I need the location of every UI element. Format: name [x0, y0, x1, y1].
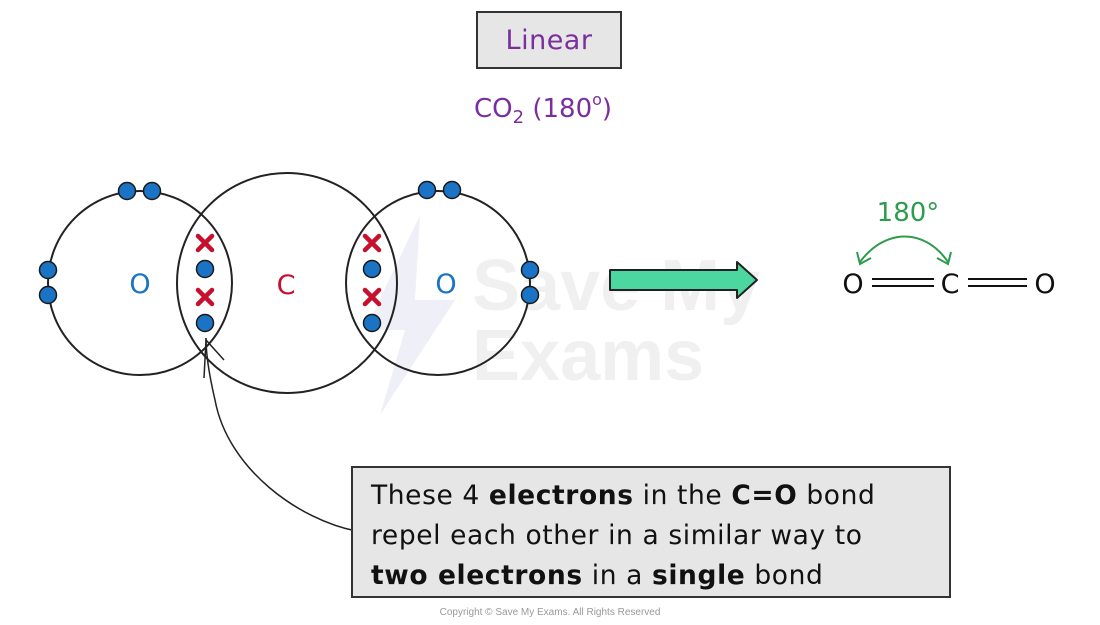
callout-line-1: These 4 electrons in the C=O bond — [371, 476, 949, 516]
electron-cross-icon — [362, 287, 382, 307]
formula-angle-close: ) — [601, 94, 613, 124]
callout-line-2: repel each other in a similar way to — [371, 520, 863, 551]
callout-bold-text: electrons — [488, 480, 634, 511]
electron-dot — [362, 259, 382, 279]
formula-degree: o — [592, 90, 602, 109]
formula-main: CO — [474, 94, 513, 124]
right-oxygen-label: O — [435, 269, 456, 300]
callout-line-3: two electrons in a single bond — [371, 556, 949, 596]
bond-angle-arrowhead-right — [936, 251, 952, 266]
shape-title-box: Linear — [476, 11, 622, 69]
left-oxygen-label: O — [129, 269, 150, 300]
electron-dot — [38, 285, 58, 305]
structure-right-oxygen: O — [1034, 269, 1055, 300]
bond-angle-arrowhead-left — [856, 251, 872, 266]
structure-left-oxygen: O — [842, 269, 863, 300]
callout-pointer-line — [205, 337, 357, 532]
bonding-oxygen-electrons — [195, 259, 382, 333]
electron-dot — [195, 259, 215, 279]
callout-text: These 4 — [371, 480, 489, 511]
electron-dot — [417, 180, 437, 200]
callout-bold-text: two electrons — [371, 560, 583, 591]
electron-dot — [442, 180, 462, 200]
double-bond-lines — [872, 278, 1027, 287]
callout-text: bond — [797, 480, 876, 511]
electron-cross-icon — [195, 287, 215, 307]
electron-dot — [195, 313, 215, 333]
left-oxygen-shell — [47, 190, 233, 376]
bond-angle-arc — [859, 235, 949, 263]
watermark: Save My Exams — [365, 215, 760, 415]
carbon-label: C — [277, 270, 296, 301]
electron-cross-icon — [195, 233, 215, 253]
formula-angle-open: (180 — [524, 94, 593, 124]
watermark-line2: Exams — [472, 316, 704, 396]
callout-text: bond — [745, 560, 824, 591]
block-arrow-icon — [609, 261, 758, 299]
electron-cross-icon — [362, 233, 382, 253]
shape-title: Linear — [505, 24, 593, 56]
bonding-carbon-electrons — [195, 233, 382, 307]
explanation-callout: These 4 electrons in the C=O bond repel … — [351, 466, 951, 598]
copyright-notice: Copyright © Save My Exams. All Rights Re… — [439, 607, 661, 618]
bond-angle-label: 180° — [877, 198, 940, 228]
formula-subscript: 2 — [512, 107, 525, 128]
lone-pair-electrons — [38, 180, 540, 305]
callout-pointer-arrowhead — [203, 338, 225, 379]
callout-text: in a — [582, 560, 652, 591]
electron-dot — [520, 260, 540, 280]
callout-bold-text: C=O — [731, 480, 798, 511]
right-oxygen-shell — [345, 190, 531, 376]
electron-dot — [142, 181, 162, 201]
molecule-formula: CO2 (180o) — [474, 90, 613, 128]
callout-text: in the — [633, 480, 732, 511]
watermark-bolt-icon — [365, 215, 455, 415]
structure-carbon: C — [941, 269, 960, 300]
carbon-shell — [176, 172, 398, 394]
electron-dot — [520, 285, 540, 305]
electron-dot — [362, 313, 382, 333]
callout-bold-text: single — [651, 560, 746, 591]
electron-dot — [38, 260, 58, 280]
electron-dot — [117, 181, 137, 201]
